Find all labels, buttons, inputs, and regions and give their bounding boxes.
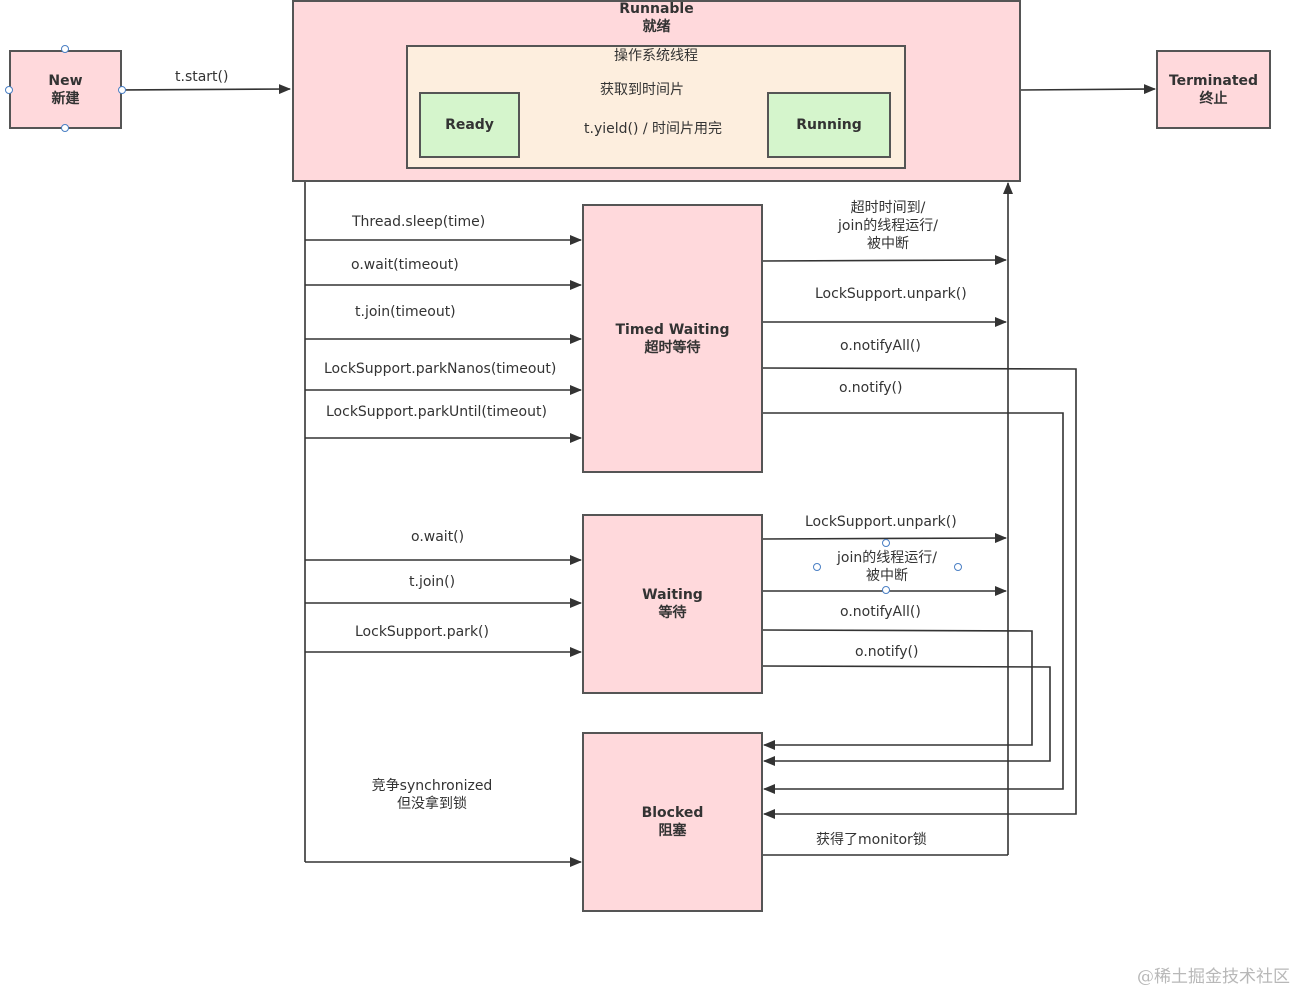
label-w-join: join的线程运行/ 被中断 <box>837 550 937 584</box>
arrow-tw-notify <box>762 412 1064 794</box>
state-blocked[interactable]: Blocked 阻塞 <box>582 732 763 912</box>
state-runnable-cn: 就绪 <box>642 19 671 35</box>
arrow-tw-timeout <box>761 255 1007 266</box>
state-timed-waiting-cn: 超时等待 <box>644 339 701 356</box>
label-start: t.start() <box>175 69 229 85</box>
label-join-timeout: t.join(timeout) <box>355 304 456 320</box>
state-waiting[interactable]: Waiting 等待 <box>582 514 763 694</box>
state-waiting-cn: 等待 <box>658 605 687 621</box>
state-terminated[interactable]: Terminated 终止 <box>1156 50 1271 129</box>
selection-handle-left[interactable] <box>5 86 13 94</box>
label-handle-right[interactable] <box>954 563 962 571</box>
label-w-notify: o.notify() <box>855 644 919 660</box>
arrow-tw-notify-all <box>761 367 1077 819</box>
label-tw-timeout: 超时时间到/ join的线程运行/ 被中断 <box>838 200 938 252</box>
label-tw-notify-all: o.notifyAll() <box>840 338 921 354</box>
state-timed-waiting-en: Timed Waiting <box>615 321 730 338</box>
label-tw-notify: o.notify() <box>839 380 903 396</box>
label-join: t.join() <box>409 574 456 590</box>
selection-handle-right[interactable] <box>118 86 126 94</box>
arrow-w-unpark <box>761 533 1007 544</box>
arrow-terminate <box>1019 84 1156 95</box>
label-sync: 竞争synchronized 但没拿到锁 <box>371 778 493 812</box>
label-yield: t.yield() / 时间片用完 <box>584 121 723 137</box>
state-waiting-en: Waiting <box>642 587 703 603</box>
selection-handle-top[interactable] <box>61 45 69 53</box>
os-thread-label: 操作系统线程 <box>614 48 698 64</box>
label-handle-bottom[interactable] <box>882 586 890 594</box>
state-timed-waiting[interactable]: Timed Waiting 超时等待 <box>582 204 763 473</box>
label-handle-left[interactable] <box>813 563 821 571</box>
arrow-w-notify-all <box>761 629 1033 750</box>
watermark: @稀土掘金技术社区 <box>1137 967 1290 987</box>
state-new[interactable]: New 新建 <box>9 50 122 129</box>
state-new-cn: 新建 <box>51 90 80 107</box>
label-wait-timeout: o.wait(timeout) <box>351 257 459 273</box>
state-running-label: Running <box>796 117 862 133</box>
label-park-until: LockSupport.parkUntil(timeout) <box>326 404 547 420</box>
state-terminated-en: Terminated <box>1168 72 1259 89</box>
label-sleep: Thread.sleep(time) <box>352 214 486 230</box>
arrow-w-notify <box>761 665 1051 766</box>
label-wait: o.wait() <box>411 529 465 545</box>
label-park: LockSupport.park() <box>355 624 489 640</box>
state-runnable-en: Runnable <box>619 1 694 17</box>
label-get-slice: 获取到时间片 <box>600 82 684 98</box>
state-new-en: New <box>48 72 83 89</box>
state-running[interactable]: Running <box>767 92 891 158</box>
label-handle-top[interactable] <box>882 539 890 547</box>
selection-handle-bottom[interactable] <box>61 124 69 132</box>
label-park-nanos: LockSupport.parkNanos(timeout) <box>324 361 557 377</box>
state-blocked-en: Blocked <box>641 805 704 821</box>
state-ready-label: Ready <box>445 117 494 133</box>
label-monitor: 获得了monitor锁 <box>816 832 927 848</box>
state-blocked-cn: 阻塞 <box>658 823 687 839</box>
label-w-notify-all: o.notifyAll() <box>840 604 921 620</box>
arrow-start <box>121 84 291 95</box>
state-terminated-cn: 终止 <box>1199 90 1228 107</box>
state-ready[interactable]: Ready <box>419 92 520 158</box>
label-w-unpark: LockSupport.unpark() <box>805 514 957 530</box>
label-tw-unpark: LockSupport.unpark() <box>815 286 967 302</box>
